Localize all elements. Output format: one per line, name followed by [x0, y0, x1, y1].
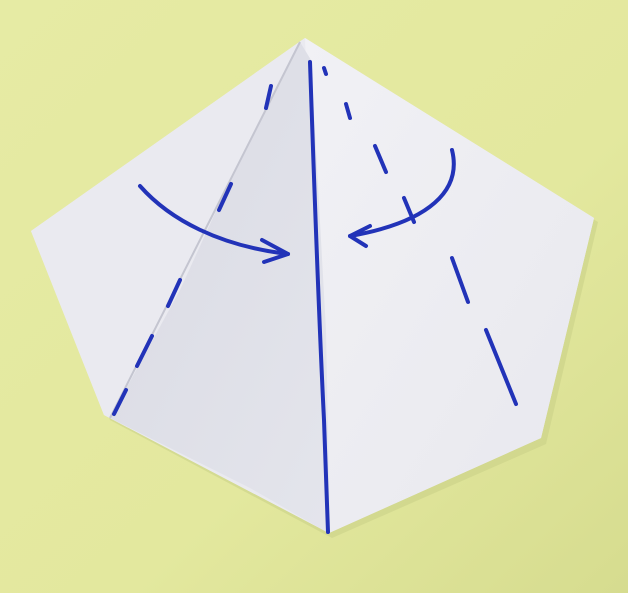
photo-frame — [0, 0, 628, 593]
photo-canvas — [0, 0, 628, 593]
